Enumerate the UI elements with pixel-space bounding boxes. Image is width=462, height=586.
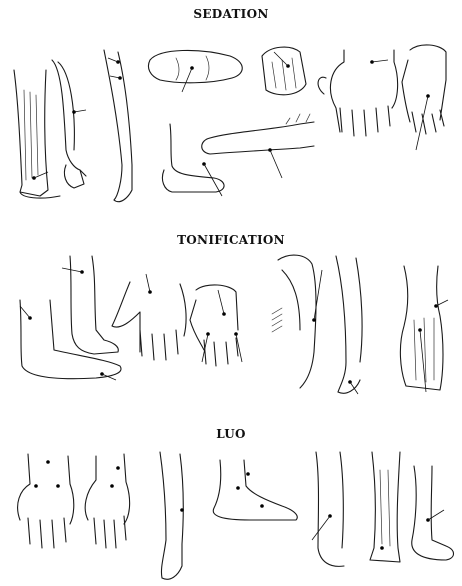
sedation-forearm-horizontal xyxy=(202,114,314,178)
tonification-foot-dorsal xyxy=(400,266,448,392)
sedation-hand-palm xyxy=(318,50,398,136)
tonification-hand-dorsal xyxy=(190,285,242,366)
sedation-foot-sole xyxy=(148,50,242,92)
luo-lower-leg xyxy=(312,452,344,566)
section-title-luo: LUO xyxy=(216,427,246,441)
tonification-shoulder-arm xyxy=(272,255,322,388)
luo-foot-lateral xyxy=(213,460,297,520)
sedation-ankle-lateral xyxy=(162,124,224,196)
sedation-arm-lateral xyxy=(52,60,86,188)
sedation-hand-dorsal xyxy=(402,45,446,150)
luo-forearm xyxy=(160,452,184,579)
luo-ankle-foot xyxy=(412,466,454,560)
sedation-arm-medial xyxy=(104,50,132,202)
luo-hand-dorsal xyxy=(85,454,129,548)
tonification-leg-standing xyxy=(62,256,118,354)
section-title-tonification: TONIFICATION xyxy=(177,233,285,247)
section-title-sedation: SEDATION xyxy=(193,7,268,21)
tonification-hand-palm xyxy=(112,274,186,360)
luo-lower-leg-front xyxy=(370,452,400,562)
sedation-lower-leg-front xyxy=(14,70,60,198)
sedation-hand-dorsal-small xyxy=(262,47,306,95)
tonification-arm-hand xyxy=(336,256,362,394)
luo-hand-palm xyxy=(18,454,74,548)
